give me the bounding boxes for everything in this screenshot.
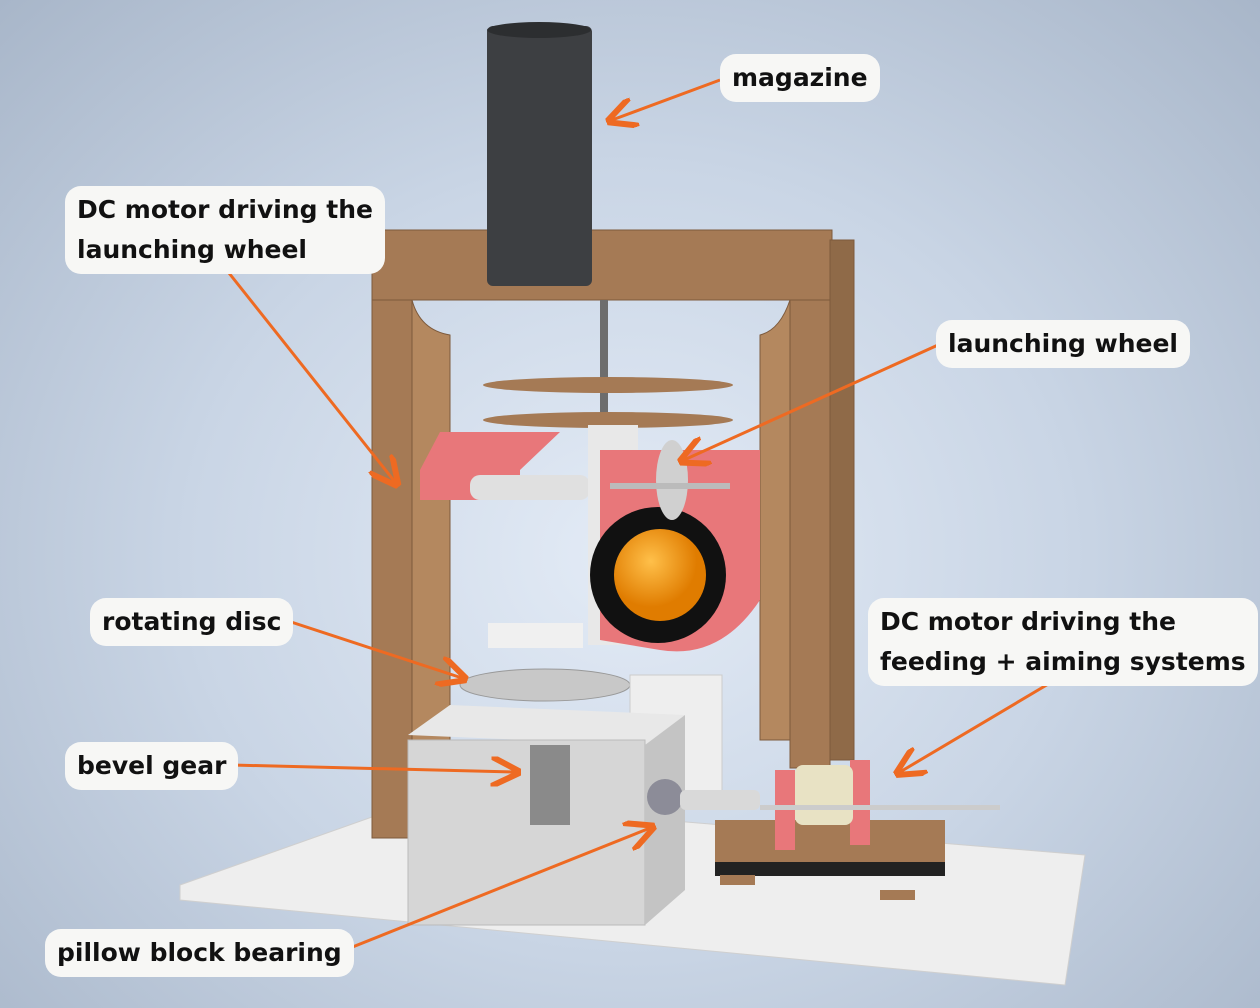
label-text: DC motor driving the (77, 195, 373, 224)
label-rotating-disc: rotating disc (90, 598, 294, 646)
label-pillow-block-bearing: pillow block bearing (45, 929, 354, 977)
label-text: bevel gear (77, 751, 227, 780)
label-text: magazine (732, 63, 868, 92)
label-bevel-gear: bevel gear (65, 742, 239, 790)
gear-box (407, 739, 646, 926)
label-dc-motor-launching: DC motor driving the launching wheel (65, 186, 385, 274)
label-launching-wheel: launching wheel (936, 320, 1190, 368)
label-magazine: magazine (720, 54, 880, 102)
rotating-disc (459, 668, 631, 702)
label-text: launching wheel (948, 329, 1178, 358)
wooden-frame (371, 229, 855, 839)
label-text: pillow block bearing (57, 938, 342, 967)
label-text: rotating disc (102, 607, 282, 636)
label-text: feeding + aiming systems (880, 647, 1246, 676)
magazine-tube (487, 26, 592, 286)
callout-arrows (223, 78, 1051, 952)
label-text: launching wheel (77, 235, 307, 264)
label-dc-motor-feeding: DC motor driving the feeding + aiming sy… (868, 598, 1258, 686)
label-text: DC motor driving the (880, 607, 1176, 636)
ball (614, 529, 706, 621)
